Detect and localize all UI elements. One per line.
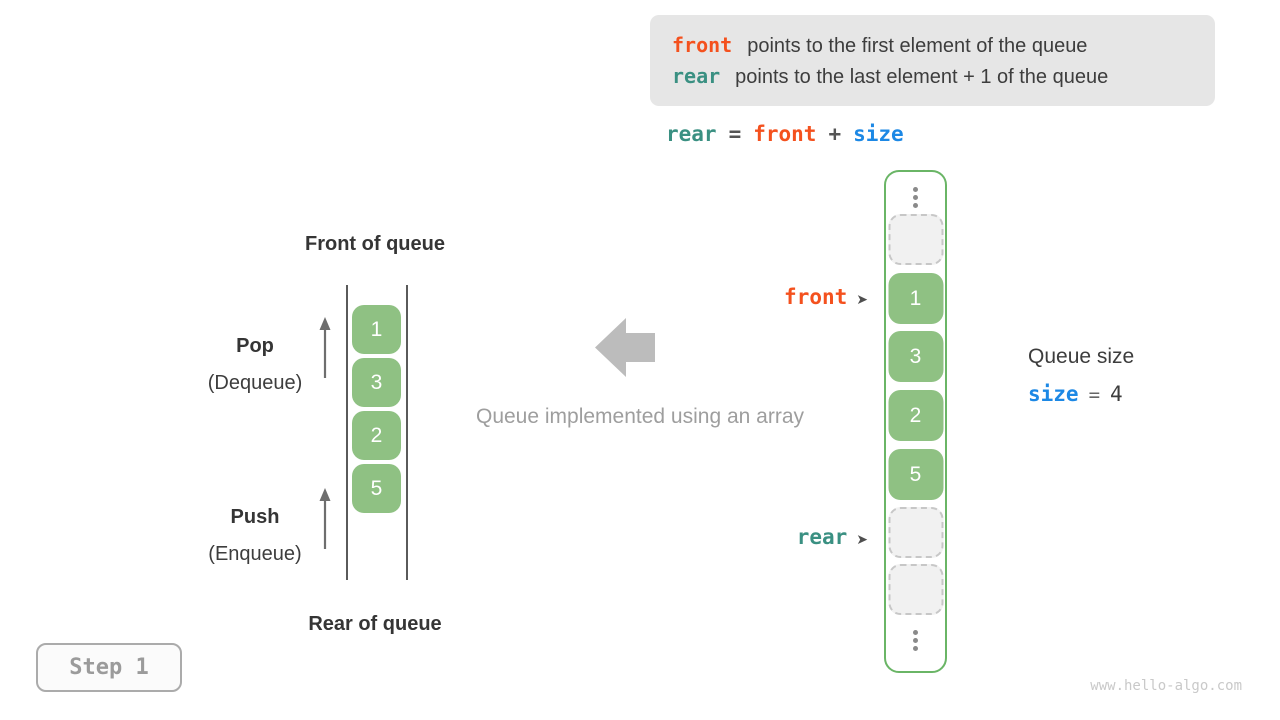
rear-keyword: rear — [672, 63, 721, 88]
queue-size-value-row: size = 4 — [1028, 382, 1123, 407]
rear-pointer: rear ➤ — [700, 524, 868, 550]
queue-cell: 3 — [352, 358, 401, 407]
array-cell-empty — [888, 564, 943, 615]
rear-pointer-label: rear — [796, 525, 848, 549]
enqueue-label: (Enqueue) — [208, 543, 302, 565]
formula-plus: + — [828, 122, 842, 146]
pointer-arrow-icon: ➤ — [856, 531, 868, 547]
rear-of-queue-label: Rear of queue — [308, 613, 442, 635]
queue-cell: 2 — [352, 411, 401, 460]
pointer-arrow-icon: ➤ — [856, 291, 868, 307]
left-block-arrow-icon — [595, 318, 655, 377]
front-description: points to the first element of the queue — [747, 34, 1088, 57]
array-caption: Queue implemented using an array — [475, 405, 805, 428]
formula-size: size — [853, 122, 904, 146]
ellipsis-top-icon — [911, 184, 921, 211]
formula-front: front — [753, 122, 817, 146]
formula-equals: = — [728, 122, 742, 146]
channel-right-wall — [406, 285, 408, 580]
info-line-rear: rear points to the last element + 1 of th… — [672, 64, 1215, 89]
size-variable: size — [1028, 382, 1079, 406]
pop-label: Pop — [236, 335, 274, 357]
queue-size-title: Queue size — [1028, 345, 1135, 368]
info-box: front points to the first element of the … — [650, 15, 1215, 106]
array-cell-value: 3 — [888, 331, 943, 382]
front-keyword: front — [672, 32, 733, 57]
size-value: 4 — [1110, 382, 1123, 406]
array-cell-empty — [888, 507, 943, 558]
array-cell-empty — [888, 214, 943, 265]
queue-cell: 5 — [352, 464, 401, 513]
watermark: www.hello-algo.com — [1090, 678, 1242, 694]
formula: rear = front + size — [666, 122, 916, 146]
array-container: 1 3 2 5 — [884, 170, 947, 673]
front-of-queue-label: Front of queue — [305, 233, 445, 255]
dequeue-label: (Dequeue) — [207, 372, 303, 394]
push-arrow-up-icon — [319, 488, 331, 549]
array-cell-value: 1 — [888, 273, 943, 324]
formula-rear: rear — [666, 122, 717, 146]
array-cell-value: 5 — [888, 449, 943, 500]
info-line-front: front points to the first element of the … — [672, 33, 1215, 58]
size-equals: = — [1088, 384, 1101, 406]
queue-cell: 1 — [352, 305, 401, 354]
ellipsis-bottom-icon — [911, 627, 921, 654]
channel-left-wall — [346, 285, 348, 580]
pop-arrow-up-icon — [319, 317, 331, 378]
front-pointer: front ➤ — [700, 284, 868, 310]
array-cell-value: 2 — [888, 390, 943, 441]
rear-description: points to the last element + 1 of the qu… — [735, 65, 1109, 88]
step-badge: Step 1 — [36, 643, 182, 692]
front-pointer-label: front — [784, 285, 848, 309]
push-label: Push — [230, 506, 280, 528]
